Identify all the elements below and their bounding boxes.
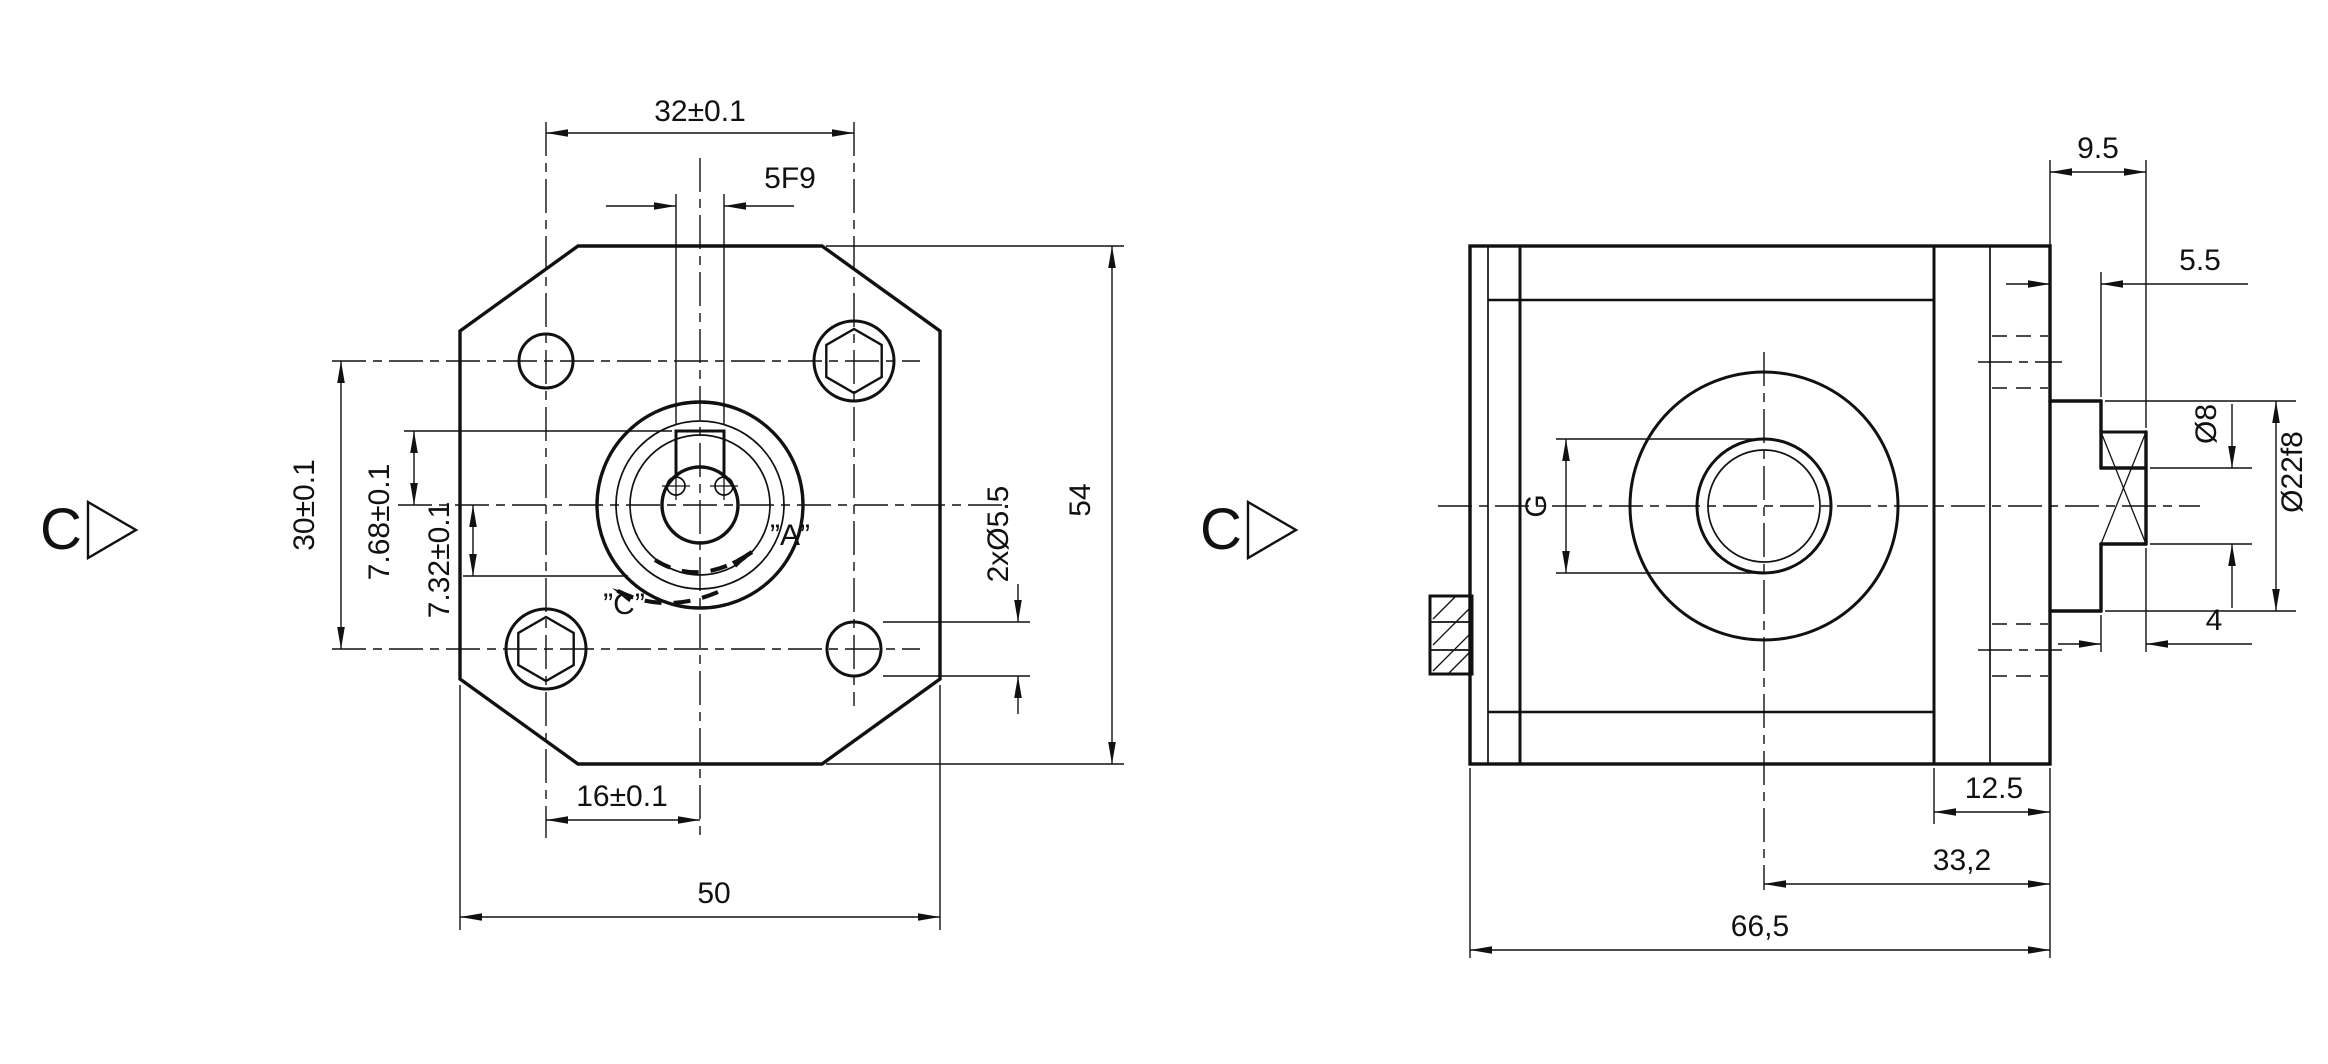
flange-outline: [458, 244, 942, 766]
view-direction-triangle-icon: [86, 499, 139, 561]
dim-flange-thickness: 12.5: [1933, 768, 2051, 958]
dim-text: 16±0.1: [576, 780, 668, 813]
dim-text: Ø22f8: [2276, 431, 2309, 513]
dim-text: 66,5: [1731, 910, 1789, 943]
dim-text: 30±0.1: [288, 459, 321, 551]
shaft-key-cross-icon: [2100, 431, 2147, 545]
dim-keyway-width: 5F9: [606, 162, 816, 424]
rotation-arc-a-icon: [653, 550, 754, 575]
shaft-and-pilot: [2048, 399, 2148, 613]
dim-key-length: 4: [2058, 548, 2252, 652]
dim-pilot-length: 5.5: [2006, 244, 2248, 397]
rotation-arc-c-icon: [610, 586, 719, 606]
dim-text: Ø8: [2190, 404, 2223, 444]
view-direction-triangle-icon: [1246, 499, 1299, 561]
dim-text: 12.5: [1965, 772, 2023, 805]
side-view-direction-symbol: C: [1200, 497, 1299, 562]
dim-overall-height: 54: [826, 245, 1124, 765]
front-view-direction-symbol: C: [40, 497, 139, 562]
dim-port-thread: G: [1520, 438, 1764, 574]
dim-overall-width: 50: [459, 685, 941, 930]
dim-text: 9.5: [2077, 132, 2119, 165]
dim-key-upper: 7.68±0.1: [363, 430, 672, 581]
front-view: C: [40, 95, 1124, 930]
dim-text: 54: [1064, 483, 1097, 516]
dim-text: 7.32±0.1: [423, 502, 456, 619]
dim-shaft-protrusion: 9.5: [2049, 132, 2147, 428]
dim-bolt-spacing-h: 32±0.1: [546, 95, 854, 137]
rotation-direction-c: ”C”: [603, 586, 719, 621]
dim-pilot-diameter: Ø22f8: [2105, 400, 2309, 612]
dim-bolt-spacing-v: 30±0.1: [288, 361, 345, 649]
dim-overall-length: 66,5: [1469, 768, 2050, 958]
dim-text: G: [1520, 494, 1553, 517]
dim-text: 7.68±0.1: [363, 464, 396, 581]
dim-shaft-diameter: Ø8: [2150, 404, 2252, 608]
view-letter: C: [40, 497, 82, 562]
keyway-corner-pin-right: [710, 472, 738, 500]
dim-text: 32±0.1: [654, 95, 746, 128]
dim-center-to-bolt: 16±0.1: [546, 780, 700, 824]
dim-key-lower: 7.32±0.1: [423, 502, 628, 619]
side-centerlines: [1438, 352, 2200, 890]
dim-text: 4: [2206, 604, 2223, 637]
pump-body-outline: [1468, 244, 2052, 766]
dim-text: 5F9: [764, 162, 816, 195]
rear-hex-plug: [1428, 594, 1474, 676]
dim-text: 33,2: [1933, 844, 1991, 877]
mount-hole-top-left: [517, 332, 575, 390]
rotation-label-c: ”C”: [603, 588, 645, 621]
dim-text: 2xØ5.5: [982, 486, 1015, 583]
socket-screw-bottom-left: [504, 607, 588, 691]
front-centerlines: [332, 122, 1002, 838]
rotation-label-a: ”A”: [770, 519, 810, 552]
keyway-slot: [674, 429, 726, 475]
socket-screw-top-right: [812, 319, 896, 403]
mount-hole-bottom-right: [825, 620, 883, 678]
dim-text: 5.5: [2179, 244, 2221, 277]
shaft-boss: [595, 400, 805, 610]
rotation-direction-a: ”A”: [653, 519, 810, 575]
view-letter: C: [1200, 497, 1242, 562]
flange-hidden-holes: [1992, 335, 2048, 677]
dim-center-to-face: 33,2: [1764, 844, 2050, 888]
side-view: C: [1200, 132, 2309, 958]
dim-mount-holes: 2xØ5.5: [883, 486, 1030, 714]
dim-text: 50: [697, 877, 730, 910]
keyway-corner-pin-left: [662, 472, 690, 500]
